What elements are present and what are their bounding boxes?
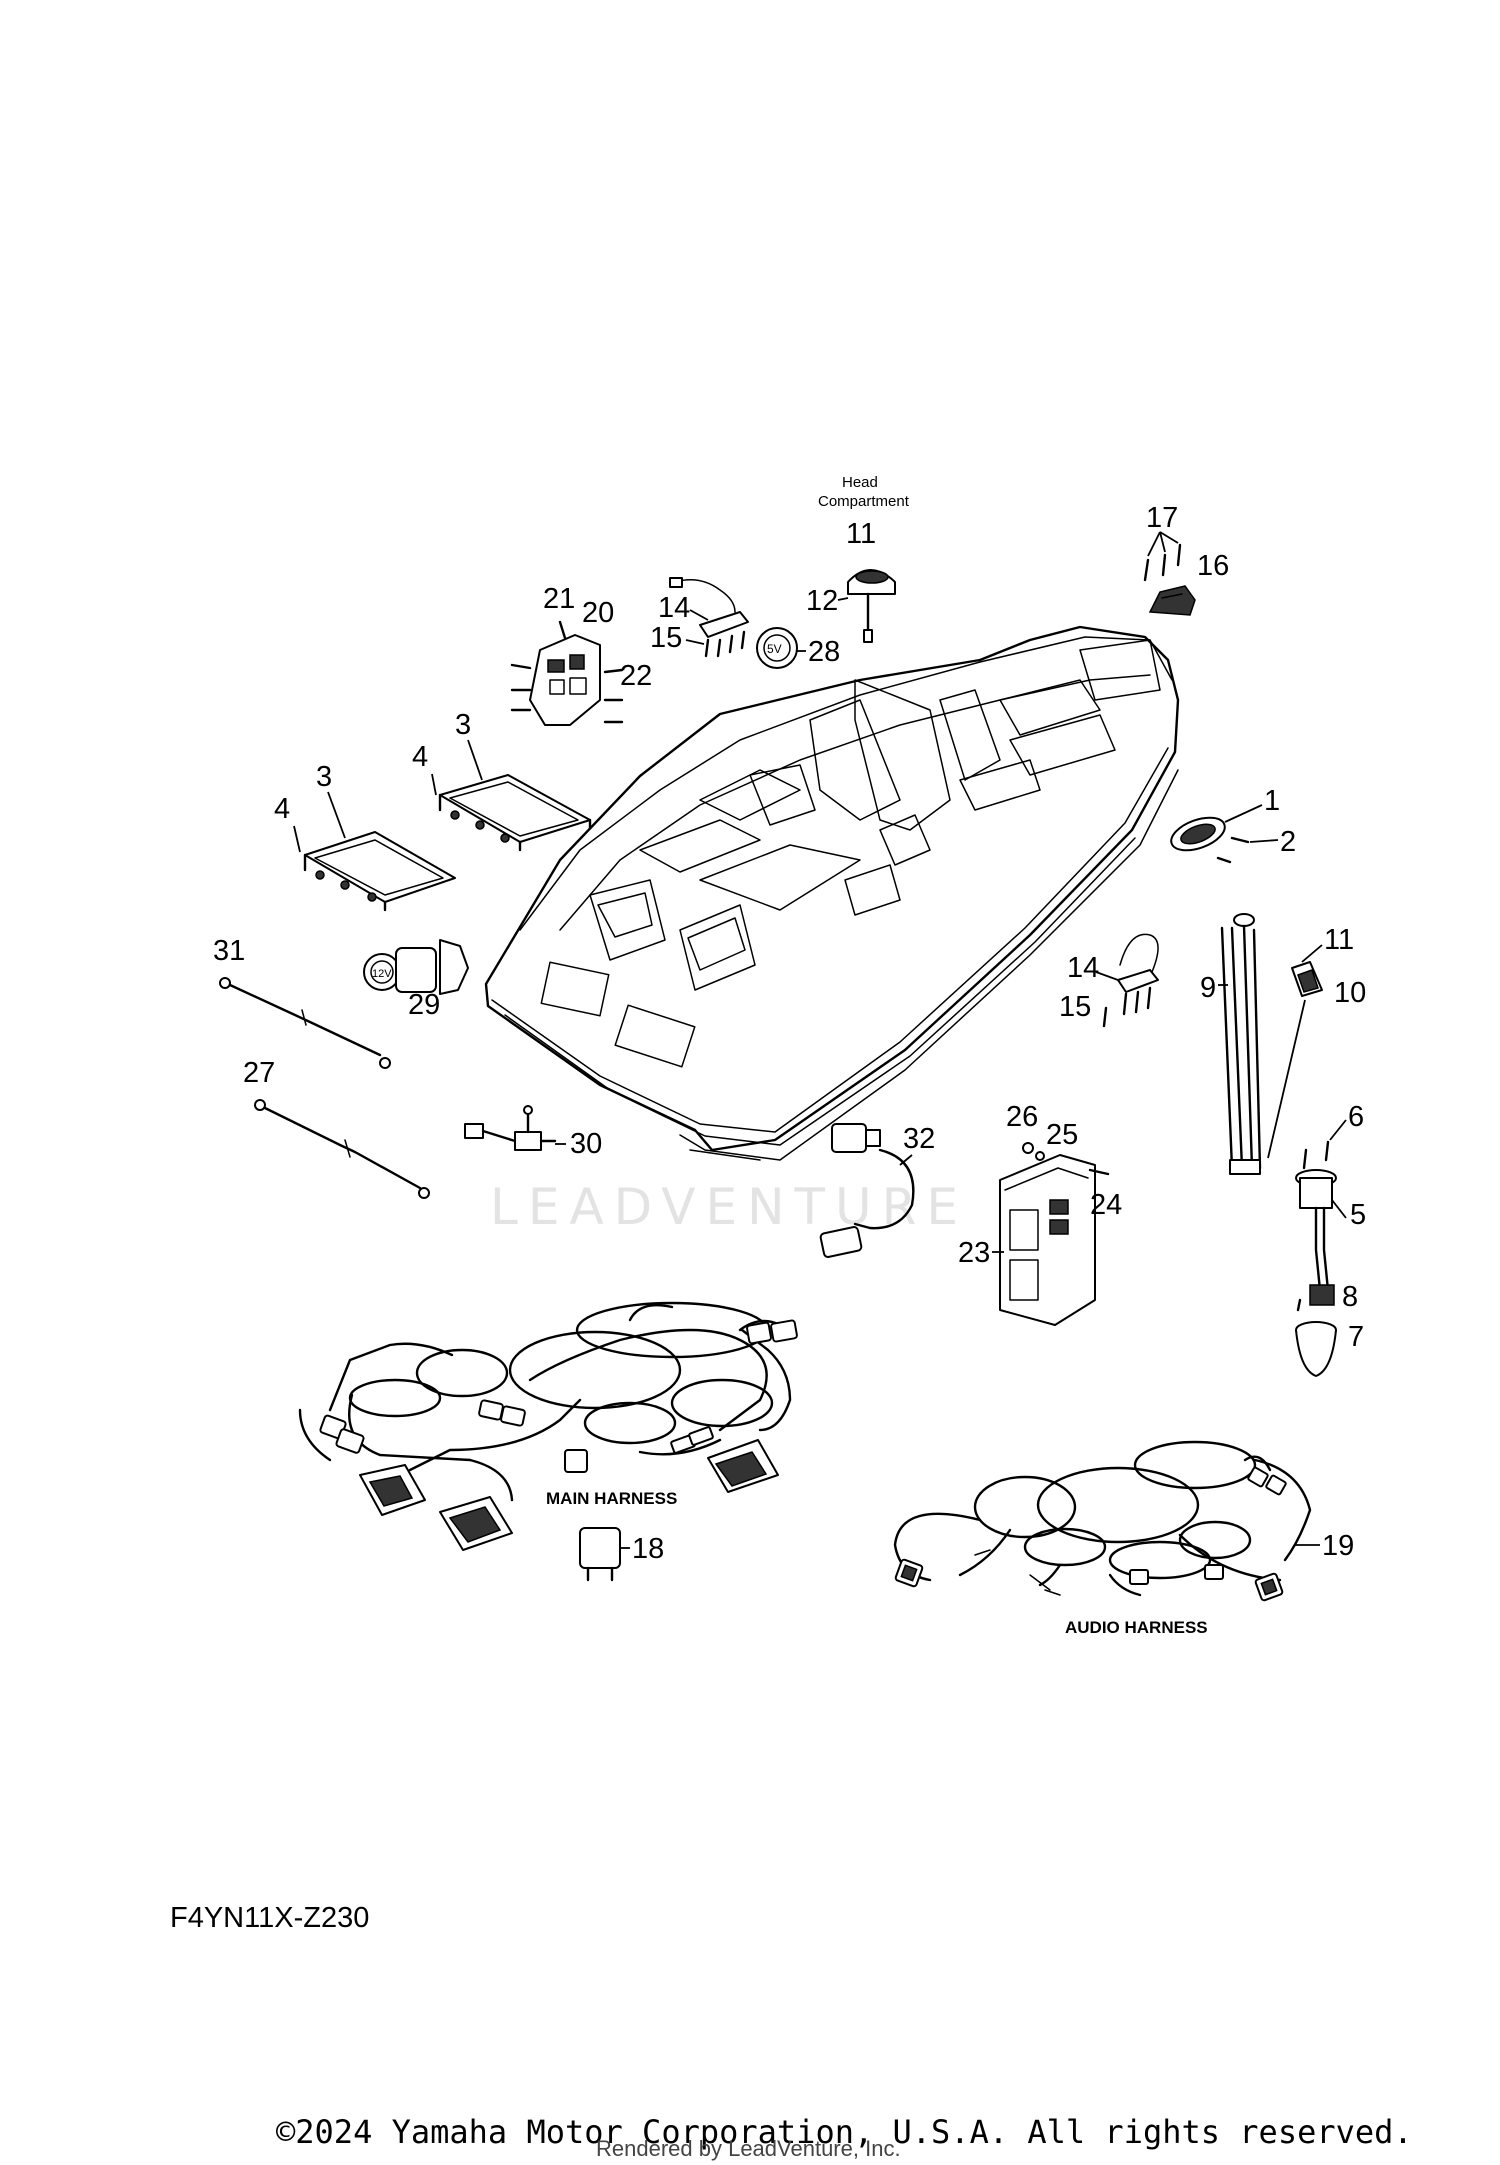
part-27-cable	[254, 1099, 430, 1199]
audio-harness-label: AUDIO HARNESS	[1065, 1618, 1208, 1637]
callout-2: 2	[1280, 826, 1296, 858]
part-31-cable	[219, 977, 391, 1069]
callout-13: 12	[806, 585, 838, 617]
callout-31: 31	[213, 935, 245, 967]
callout-9: 9	[1200, 972, 1216, 1004]
part-3-battery-tray-left	[303, 831, 456, 912]
callout-29: 29	[408, 989, 440, 1021]
callout-28: 28	[808, 636, 840, 668]
callout-14-top: 14	[658, 592, 690, 624]
callout-23: 23	[958, 1237, 990, 1269]
rendered-by-notice: Rendered by LeadVenture, Inc.	[596, 2136, 901, 2161]
diagram-code: F4YN11X-Z230	[170, 1902, 370, 1934]
callout-11: 11	[1324, 924, 1354, 956]
head-compartment-label-line1: Head	[842, 474, 878, 491]
part-5-socket	[1295, 1140, 1337, 1312]
callout-18: 18	[632, 1533, 664, 1565]
callout-27: 27	[243, 1057, 275, 1089]
callout-15-top: 15	[650, 622, 682, 654]
callout-15-lower: 15	[1059, 991, 1091, 1023]
callout-21: 21	[543, 583, 575, 615]
part-28-usb-socket: 5V	[756, 627, 798, 669]
main-harness	[298, 1301, 798, 1551]
callout-25: 25	[1046, 1119, 1078, 1151]
audio-harness	[893, 1440, 1312, 1602]
callout-19: 19	[1322, 1530, 1354, 1562]
part-30-sensor	[464, 1105, 557, 1151]
part-1-vent-cover	[1170, 816, 1250, 864]
callout-5: 5	[1350, 1199, 1366, 1231]
callout-8: 8	[1342, 1281, 1358, 1313]
part-18-relay	[579, 1527, 621, 1582]
callout-6: 6	[1348, 1101, 1364, 1133]
part-20-switch-panel	[510, 620, 624, 726]
callout-32: 32	[903, 1123, 935, 1155]
callout-3-right: 3	[455, 709, 471, 741]
head-compartment-label-line2: Compartment	[818, 493, 910, 510]
part-23-control-box	[999, 1142, 1110, 1326]
usb-5v-label: 5V	[767, 642, 782, 656]
watermark: LEADVENTURE	[490, 1178, 968, 1236]
callout-1: 1	[1264, 785, 1280, 817]
part-14-courtesy-light-lower	[1102, 933, 1159, 1028]
copyright-notice: ©2024 Yamaha Motor Corporation, U.S.A. A…	[276, 2113, 1413, 2151]
part-7-cup	[1295, 1321, 1337, 1377]
part-14-courtesy-light	[669, 577, 749, 658]
callout-7: 7	[1348, 1321, 1364, 1353]
callout-24: 24	[1090, 1189, 1122, 1221]
callout-10: 10	[1334, 977, 1366, 1009]
callout-30: 30	[570, 1128, 602, 1160]
part-3-battery-tray-right	[438, 774, 592, 852]
callout-14-lower: 14	[1067, 952, 1099, 984]
main-harness-label: MAIN HARNESS	[546, 1489, 677, 1508]
callout-3-left: 3	[316, 761, 332, 793]
part-12-head-light	[847, 569, 896, 643]
part-9-tube-assembly	[1220, 913, 1323, 1175]
callout-4-right: 4	[412, 741, 428, 773]
callout-17: 17	[1146, 502, 1178, 534]
part-32-adapter	[819, 1123, 915, 1258]
boat-hull	[484, 625, 1180, 1161]
part-29-12v-socket: 12V	[363, 939, 469, 995]
callout-16: 16	[1197, 550, 1229, 582]
callout-20: 20	[582, 597, 614, 629]
callout-12: 11	[846, 518, 876, 550]
socket-12v-label: 12V	[372, 968, 392, 980]
part-16-cleat	[1143, 543, 1196, 616]
callout-26: 26	[1006, 1101, 1038, 1133]
callout-4-left: 4	[274, 793, 290, 825]
callout-22: 22	[620, 660, 652, 692]
